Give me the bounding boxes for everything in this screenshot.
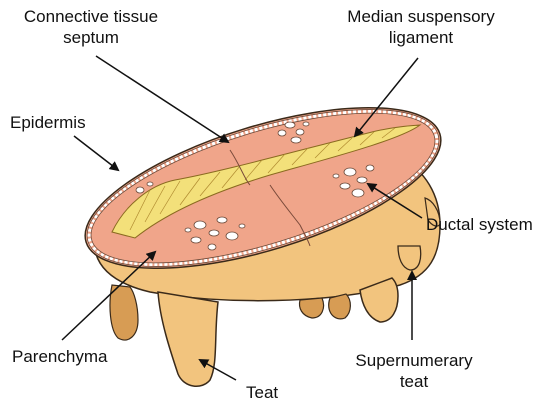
label-supernumerary-teat: Supernumerary teat: [344, 350, 484, 392]
label-ductal-system: Ductal system: [426, 214, 533, 235]
label-parenchyma: Parenchyma: [12, 346, 107, 367]
label-supernumerary-teat-word: teat: [344, 371, 484, 392]
leader-connective-tissue-septum: [96, 56, 228, 142]
back-teat-right: [300, 298, 324, 318]
label-supernumerary: Supernumerary: [344, 350, 484, 371]
label-connective-tissue: Connective tissue: [6, 6, 176, 27]
back-teat-far: [329, 294, 351, 319]
label-septum: septum: [6, 27, 176, 48]
label-epidermis: Epidermis: [10, 112, 86, 133]
back-teat-left: [110, 285, 138, 340]
label-ligament: ligament: [332, 27, 510, 48]
label-median-suspensory-ligament: Median suspensory ligament: [332, 6, 510, 48]
label-connective-tissue-septum: Connective tissue septum: [6, 6, 176, 48]
leader-epidermis: [74, 136, 118, 170]
teat-front-left: [158, 292, 218, 386]
label-teat: Teat: [246, 382, 278, 403]
label-median-suspensory: Median suspensory: [332, 6, 510, 27]
